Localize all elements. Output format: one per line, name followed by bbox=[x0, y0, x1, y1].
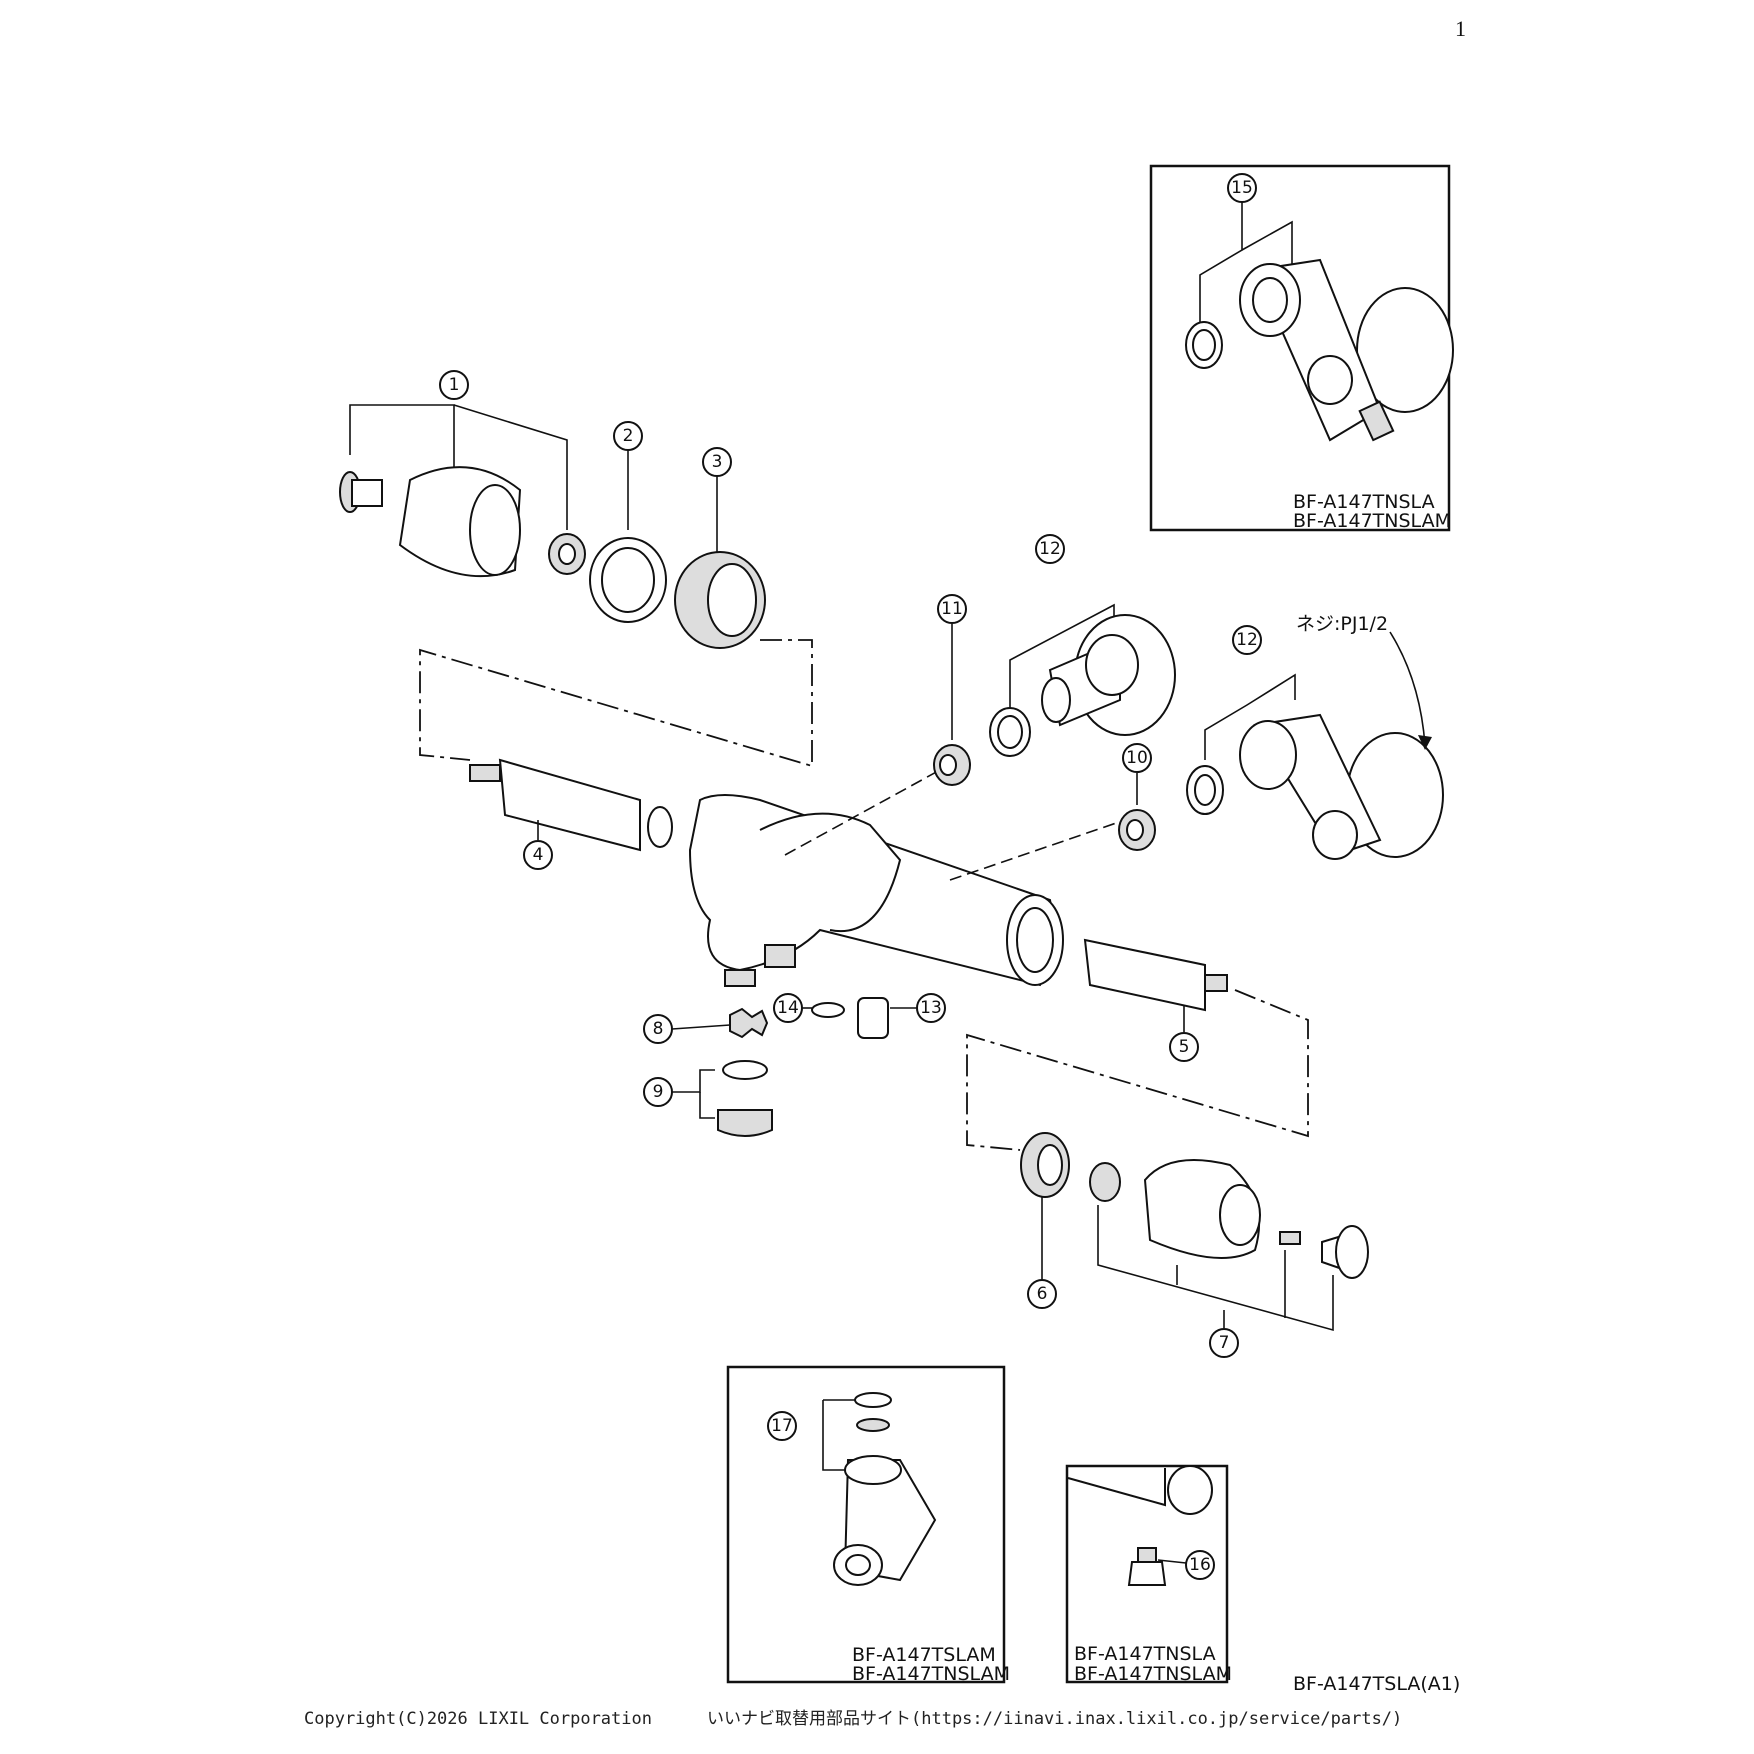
svg-text:16: 16 bbox=[1189, 1555, 1211, 1575]
inset-16-model-1: BF-A147TNSLA bbox=[1074, 1643, 1216, 1665]
svg-text:6: 6 bbox=[1037, 1284, 1048, 1304]
inset-15-model-1: BF-A147TNSLA bbox=[1293, 491, 1435, 513]
svg-text:11: 11 bbox=[941, 599, 963, 619]
callout-10 bbox=[1122, 743, 1152, 773]
parts-site-link[interactable]: いいナビ取替用部品サイト(https://iinavi.inax.lixil.c… bbox=[707, 1709, 1402, 1729]
callout-7 bbox=[1209, 1328, 1239, 1358]
callout-15 bbox=[1227, 173, 1257, 203]
svg-text:17: 17 bbox=[771, 1416, 793, 1436]
copyright-text: Copyright(C)2026 LIXIL Corporation bbox=[304, 1709, 652, 1729]
callout-17 bbox=[767, 1411, 797, 1441]
spout-parts bbox=[671, 997, 917, 1137]
inset-17-model-1: BF-A147TSLAM bbox=[852, 1644, 996, 1666]
fittings-right bbox=[933, 603, 1444, 860]
svg-text:12: 12 bbox=[1236, 630, 1258, 650]
inset-16-model-2: BF-A147TNSLAM bbox=[1074, 1663, 1232, 1685]
svg-text:10: 10 bbox=[1126, 748, 1148, 768]
callout-4 bbox=[523, 840, 553, 870]
svg-text:2: 2 bbox=[623, 426, 634, 446]
svg-text:3: 3 bbox=[712, 452, 723, 472]
model-code: BF-A147TSLA(A1) bbox=[1293, 1673, 1460, 1695]
callout-5 bbox=[1169, 1032, 1199, 1062]
svg-text:5: 5 bbox=[1179, 1037, 1190, 1057]
callout-13 bbox=[916, 993, 946, 1023]
callout-6 bbox=[1027, 1279, 1057, 1309]
faucet-body bbox=[688, 769, 1126, 987]
callout-2 bbox=[613, 421, 643, 451]
callout-1 bbox=[439, 370, 469, 400]
svg-text:4: 4 bbox=[533, 845, 544, 865]
cartridge-4 bbox=[469, 758, 673, 852]
inset-17-drawing bbox=[822, 1392, 937, 1586]
thread-note: ネジ:PJ1/2 bbox=[1296, 613, 1388, 635]
svg-text:9: 9 bbox=[653, 1082, 664, 1102]
svg-text:15: 15 bbox=[1231, 178, 1253, 198]
svg-text:14: 14 bbox=[777, 998, 799, 1018]
inset-15-model-2: BF-A147TNSLAM bbox=[1293, 510, 1451, 532]
callout-14 bbox=[773, 993, 803, 1023]
svg-text:1: 1 bbox=[449, 375, 460, 395]
inset-box-17 bbox=[726, 1365, 1006, 1684]
inset-16-drawing bbox=[1067, 1465, 1213, 1586]
callout-11 bbox=[937, 594, 967, 624]
inset-box-16 bbox=[1065, 1464, 1229, 1684]
callout-12a bbox=[1035, 534, 1065, 564]
callout-8 bbox=[643, 1014, 673, 1044]
cartridge-5 bbox=[966, 938, 1309, 1151]
callout-9 bbox=[643, 1077, 673, 1107]
svg-text:7: 7 bbox=[1219, 1333, 1230, 1353]
handle-assembly-left bbox=[339, 404, 813, 768]
inset-17-model-2: BF-A147TNSLAM bbox=[852, 1663, 1010, 1685]
callout-12b bbox=[1232, 625, 1262, 655]
svg-text:13: 13 bbox=[920, 998, 942, 1018]
handle-assembly-right bbox=[1020, 1132, 1369, 1332]
callout-16 bbox=[1185, 1550, 1215, 1580]
callout-3 bbox=[702, 447, 732, 477]
page-number: 1 bbox=[1455, 16, 1466, 41]
wall-elbow-15-drawing bbox=[1185, 200, 1454, 442]
svg-text:12: 12 bbox=[1039, 539, 1061, 559]
svg-text:8: 8 bbox=[653, 1019, 664, 1039]
